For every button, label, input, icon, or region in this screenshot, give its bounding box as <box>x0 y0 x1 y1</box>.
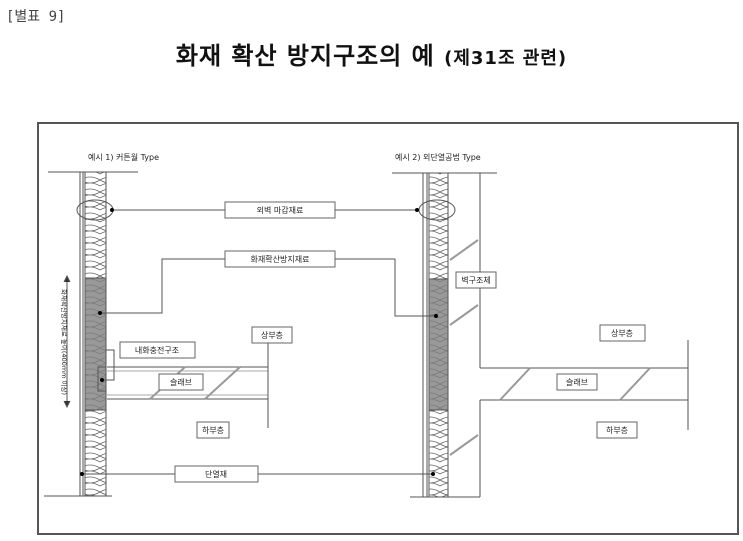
label-wall-structure: 벽구조체 <box>461 275 490 285</box>
label-slab-2: 슬래브 <box>566 377 588 387</box>
leader-dots <box>80 208 438 476</box>
annex-label: [별표 9] <box>6 9 66 25</box>
label-lower-floor-1: 하부층 <box>202 425 224 435</box>
label-upper-floor-1: 상부층 <box>261 330 283 340</box>
page-title: 화재 확산 방지구조의 예 (제31조 관련) <box>0 36 743 71</box>
leader-lines <box>82 209 436 475</box>
label-slab-1: 슬래브 <box>170 377 192 387</box>
example2-exterior-insulation <box>392 172 689 498</box>
label-insulation: 단열재 <box>205 469 227 479</box>
label-exterior-finish: 외벽 마감재료 <box>257 205 304 215</box>
example1-curtain-wall <box>44 171 269 497</box>
height-note: 화재확산방지재료 높이(400mm 이상) <box>60 289 69 395</box>
label-upper-floor-2: 상부층 <box>611 328 633 338</box>
title-reference: (제31조 관련) <box>444 48 568 69</box>
example2-title: 예시 2) 외단열공법 Type <box>395 152 481 162</box>
label-boxes <box>119 201 646 483</box>
label-fire-filling: 내화충전구조 <box>135 345 179 355</box>
label-lower-floor-2: 하부층 <box>606 425 628 435</box>
diagram-frame <box>37 122 739 535</box>
title-text: 화재 확산 방지구조의 예 <box>175 42 435 70</box>
label-fire-spread-material: 화재확산방지재료 <box>251 254 310 264</box>
example1-title: 예시 1) 커튼월 Type <box>88 152 159 162</box>
